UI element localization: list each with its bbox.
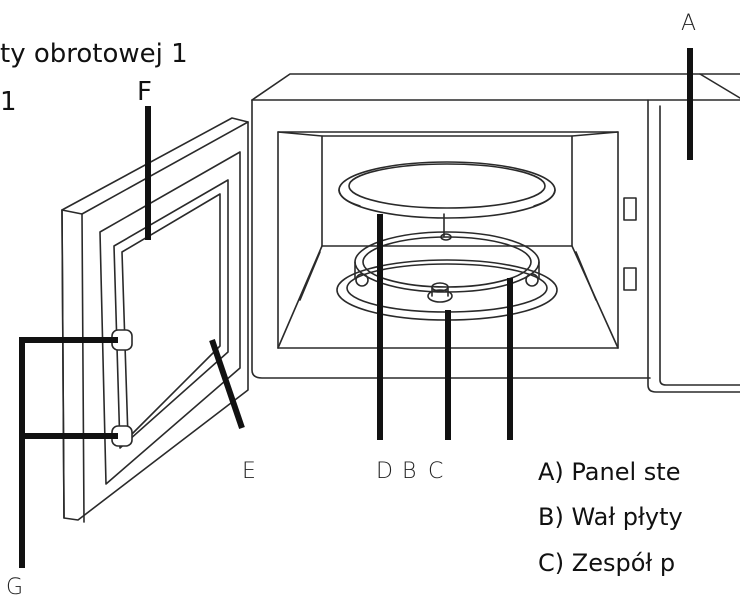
callout-g: G (6, 575, 23, 598)
callout-b: B (402, 459, 416, 484)
top-fragment-line2: 1 (0, 87, 17, 117)
top-fragment-line1: ty obrotowej 1 (0, 39, 188, 69)
legend-item-b: B) Wał płyty (538, 503, 683, 531)
legend-item-c: C) Zespół p (538, 549, 675, 577)
callout-d: D (376, 459, 393, 484)
turntable-assembly (337, 162, 557, 320)
microwave-door (62, 118, 248, 522)
microwave-body (252, 74, 740, 392)
legend-item-a: A) Panel ste (538, 458, 680, 486)
callout-c: C (428, 459, 443, 484)
callout-e: E (242, 459, 256, 484)
callout-f: F (137, 77, 152, 107)
callout-a: A (681, 11, 696, 36)
